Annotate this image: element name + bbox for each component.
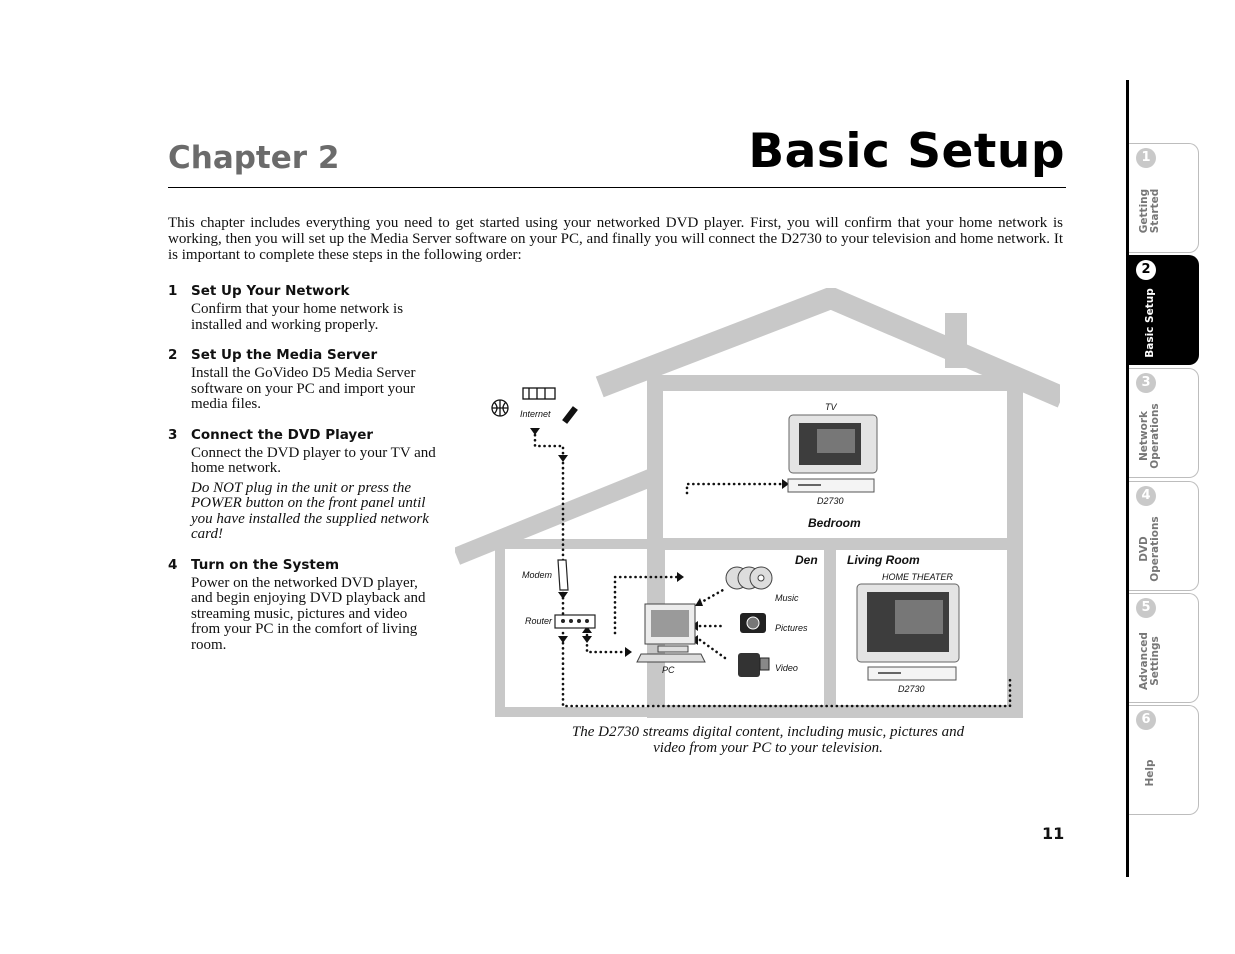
tab-label: Network Operations xyxy=(1138,403,1161,469)
side-tab-help[interactable]: 6 Help xyxy=(1129,705,1199,815)
step-heading: 3 Connect the DVD Player xyxy=(168,427,440,443)
connection-arrowheads xyxy=(530,428,789,657)
living-room-d2730-label: D2730 xyxy=(898,684,925,694)
tab-label: Advanced Settings xyxy=(1138,632,1161,690)
step-item: 3 Connect the DVD Player Connect the DVD… xyxy=(168,427,440,543)
step-title: Turn on the System xyxy=(191,556,340,573)
side-tab-dvd-operations[interactable]: 4 DVD Operations xyxy=(1129,481,1199,591)
tab-number-badge: 3 xyxy=(1136,373,1156,393)
step-title: Set Up the Media Server xyxy=(191,347,378,363)
den-label: Den xyxy=(795,553,818,567)
camera-icon xyxy=(740,613,766,633)
step-warning-note: Do NOT plug in the unit or press the POW… xyxy=(191,479,429,542)
step-heading: 4 Turn on the System xyxy=(168,557,440,573)
step-heading: 2 Set Up the Media Server xyxy=(168,347,440,363)
home-network-diagram: Internet TV D2730 Bedroom Den Modem Rout… xyxy=(455,288,1060,718)
tab-number-badge: 2 xyxy=(1136,260,1156,280)
tab-label-wrap: Help xyxy=(1135,734,1165,812)
tab-number-badge: 1 xyxy=(1136,148,1156,168)
living-room-label: Living Room xyxy=(847,553,920,567)
side-tab-network-operations[interactable]: 3 Network Operations xyxy=(1129,368,1199,478)
pc-label: PC xyxy=(662,665,675,675)
music-cds-icon xyxy=(725,566,773,590)
step-item: 2 Set Up the Media Server Install the Go… xyxy=(168,347,440,413)
title-rule xyxy=(168,187,1066,188)
tab-label-wrap: Getting Started xyxy=(1135,172,1165,250)
step-title: Connect the DVD Player xyxy=(191,426,374,443)
music-label: Music xyxy=(775,593,799,603)
tab-label: DVD Operations xyxy=(1138,516,1161,582)
step-body: Power on the networked DVD player, and b… xyxy=(191,574,426,653)
tab-number-badge: 6 xyxy=(1136,710,1156,730)
video-label: Video xyxy=(775,663,798,673)
tab-label-wrap: Network Operations xyxy=(1135,397,1165,475)
house-outline xyxy=(455,288,1060,718)
side-tab-advanced-settings[interactable]: 5 Advanced Settings xyxy=(1129,593,1199,703)
tv-label: TV xyxy=(825,402,837,412)
modem-label: Modem xyxy=(522,570,553,580)
living-room-dvd-player-icon xyxy=(867,666,957,681)
tab-label: Help xyxy=(1143,759,1156,787)
home-theater-label: HOME THEATER xyxy=(882,572,953,582)
step-item: 4 Turn on the System Power on the networ… xyxy=(168,557,440,654)
bedroom-dvd-player-icon xyxy=(787,478,875,493)
internet-label: Internet xyxy=(520,409,551,419)
side-tab-basic-setup[interactable]: 2 Basic Setup xyxy=(1129,255,1199,365)
page-title: Basic Setup xyxy=(748,124,1065,179)
chapter-label: Chapter 2 xyxy=(168,140,340,176)
step-title: Set Up Your Network xyxy=(191,283,350,299)
step-body: Install the GoVideo D5 Media Server soft… xyxy=(191,365,416,412)
home-theater-tv-icon xyxy=(856,583,960,663)
side-tab-rule xyxy=(1126,80,1129,877)
tab-label: Basic Setup xyxy=(1143,288,1156,358)
step-number: 2 xyxy=(168,347,178,363)
step-number: 4 xyxy=(168,556,178,573)
diagram-caption: The D2730 streams digital content, inclu… xyxy=(571,724,965,756)
modem-icon xyxy=(557,559,569,591)
router-icon xyxy=(554,614,596,629)
tab-label: Getting Started xyxy=(1138,188,1161,234)
pictures-label: Pictures xyxy=(775,623,808,633)
step-heading: 1 Set Up Your Network xyxy=(168,283,440,299)
bedroom-label: Bedroom xyxy=(808,516,861,530)
bedroom-tv-icon xyxy=(788,414,878,474)
internet-icons xyxy=(491,387,578,424)
tab-label-wrap: Basic Setup xyxy=(1135,284,1165,362)
page-number: 11 xyxy=(1042,824,1065,843)
tab-number-badge: 5 xyxy=(1136,598,1156,618)
step-item: 1 Set Up Your Network Confirm that your … xyxy=(168,283,440,333)
side-tab-getting-started[interactable]: 1 Getting Started xyxy=(1129,143,1199,253)
steps-list: 1 Set Up Your Network Confirm that your … xyxy=(168,283,440,667)
tab-label-wrap: DVD Operations xyxy=(1135,510,1165,588)
router-label: Router xyxy=(525,616,553,626)
tab-label-wrap: Advanced Settings xyxy=(1135,622,1165,700)
pc-icon xyxy=(636,603,706,663)
step-number: 3 xyxy=(168,426,178,443)
network-connections xyxy=(533,428,1012,708)
bedroom-d2730-label: D2730 xyxy=(817,496,844,506)
step-body: Confirm that your home network is instal… xyxy=(191,301,404,333)
tab-number-badge: 4 xyxy=(1136,486,1156,506)
step-number: 1 xyxy=(168,283,178,299)
video-camera-icon xyxy=(738,653,770,677)
step-body: Connect the DVD player to your TV and ho… xyxy=(191,444,436,476)
intro-paragraph: This chapter includes everything you nee… xyxy=(168,215,1063,263)
